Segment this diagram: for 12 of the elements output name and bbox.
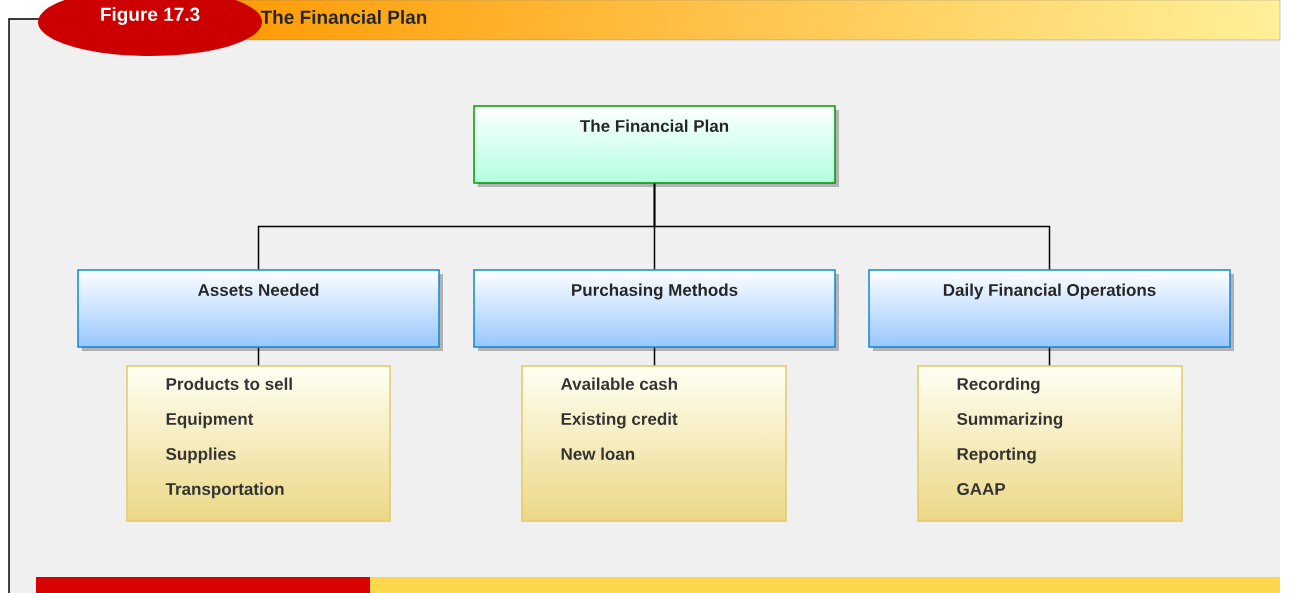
category-box: Purchasing Methods (473, 269, 836, 348)
category-box: Daily Financial Operations (868, 269, 1231, 348)
connector-line (1048, 347, 1051, 366)
connector-line (257, 347, 260, 366)
connector-line (653, 347, 656, 366)
category-box: Assets Needed (77, 269, 440, 348)
root-box: The Financial Plan (473, 105, 836, 184)
list-box: Available cash Existing credit New loan (521, 365, 787, 522)
list-box: Products to sell Equipment Supplies Transportation (126, 365, 391, 522)
connector-line (653, 183, 1051, 270)
title: The Financial Plan (260, 10, 427, 24)
list-box: Recording Summarizing Reporting GAAP (917, 365, 1183, 522)
